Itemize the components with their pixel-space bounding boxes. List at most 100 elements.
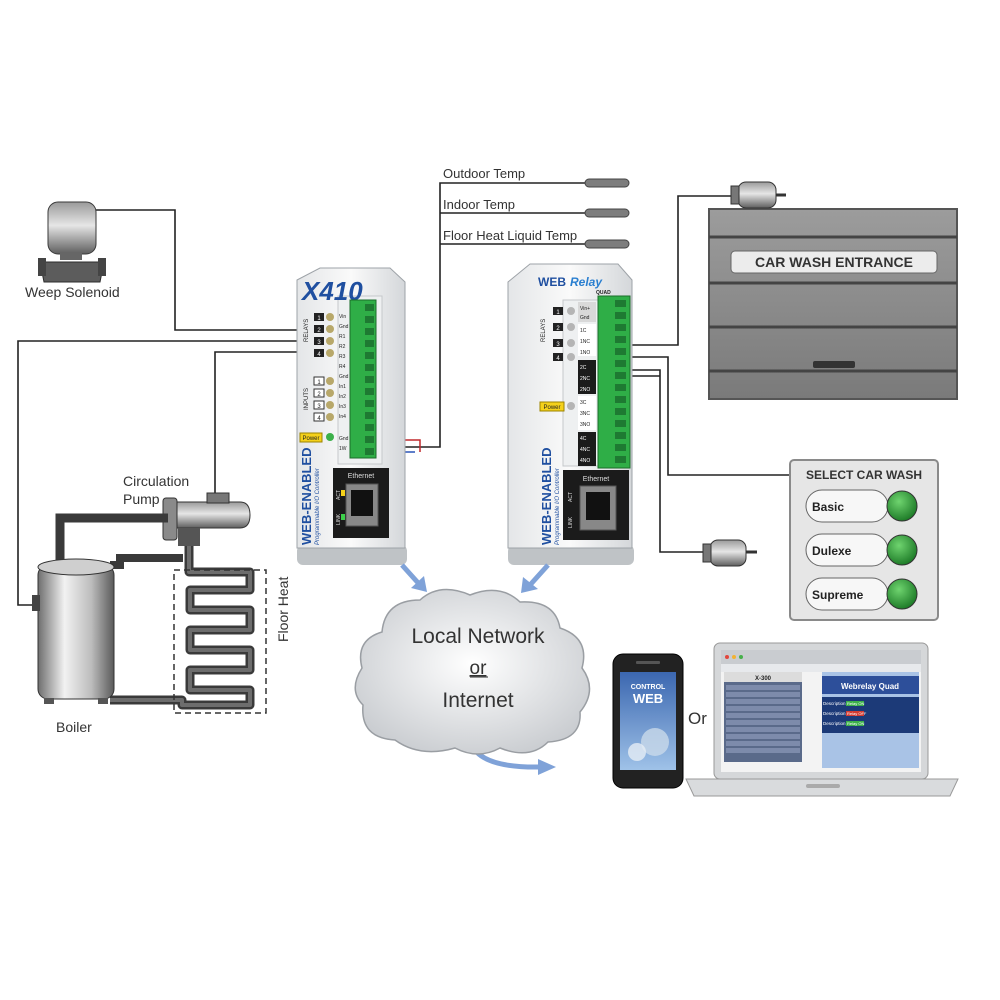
- temperature-probes: Outdoor Temp Indoor Temp Floor Heat Liqu…: [443, 166, 630, 249]
- liquid-temp-probe: [584, 239, 630, 249]
- outdoor-temp-label: Outdoor Temp: [443, 166, 525, 181]
- webrelay-terminal-block: [597, 295, 631, 469]
- car-wash-entrance: CAR WASH ENTRANCE: [708, 208, 958, 400]
- liquid-temp-label: Floor Heat Liquid Temp: [443, 228, 577, 243]
- svg-text:1: 1: [317, 316, 321, 322]
- svg-text:Description: Description: [823, 701, 846, 706]
- x410-ethernet-label: Ethernet: [348, 473, 375, 480]
- svg-text:2: 2: [317, 328, 321, 334]
- wash-option-basic-button[interactable]: [886, 490, 918, 522]
- network-cloud: Local Network or Internet: [354, 588, 591, 755]
- svg-text:Gnd: Gnd: [339, 436, 349, 442]
- weep-solenoid-label: Weep Solenoid: [25, 284, 120, 300]
- svg-text:Gnd: Gnd: [339, 374, 349, 380]
- floor-heat-label: Floor Heat: [275, 577, 291, 642]
- svg-text:4NC: 4NC: [580, 447, 590, 453]
- indoor-temp-label: Indoor Temp: [443, 197, 515, 212]
- svg-text:Gnd: Gnd: [339, 324, 349, 330]
- circulation-pump: Circulation Pump: [123, 473, 251, 546]
- webrelay-ethernet-label: Ethernet: [583, 476, 610, 483]
- wash-option-supreme-button[interactable]: [886, 578, 918, 610]
- webrelay-side-title: WEB-ENABLED: [539, 448, 554, 546]
- indoor-temp-probe: [584, 208, 630, 218]
- svg-text:1C: 1C: [580, 328, 587, 334]
- svg-text:ACT: ACT: [336, 490, 342, 500]
- svg-text:1W: 1W: [339, 446, 347, 452]
- svg-text:LINK: LINK: [336, 513, 342, 525]
- svg-text:Vin: Vin: [339, 314, 346, 320]
- boiler: Boiler: [32, 558, 115, 735]
- webrelay-power-label: Power: [543, 405, 560, 411]
- wash-option-basic[interactable]: Basic: [805, 489, 918, 523]
- x410-relays-label: RELAYS: [304, 319, 310, 342]
- car-wash-entrance-sign: CAR WASH ENTRANCE: [755, 254, 913, 270]
- svg-text:Description: Description: [823, 721, 846, 726]
- network-line-2: or: [470, 658, 488, 679]
- boiler-label: Boiler: [56, 719, 92, 735]
- svg-text:3: 3: [317, 404, 321, 410]
- webrelay-relays-label: RELAYS: [541, 319, 547, 342]
- svg-text:2: 2: [317, 392, 321, 398]
- wash-motor: [702, 539, 757, 567]
- smartphone: CONTROL WEB: [612, 653, 684, 789]
- laptop-right-title: Webrelay Quad: [841, 682, 899, 691]
- svg-text:3NC: 3NC: [580, 411, 590, 417]
- x410-relay-indicators: 1 2 3 4: [314, 313, 334, 358]
- x410-side-subtitle: Programmable I/O Controller: [315, 467, 321, 545]
- wiring: [17, 182, 790, 606]
- svg-text:Gnd: Gnd: [580, 315, 590, 321]
- svg-text:In1: In1: [339, 384, 346, 390]
- x410-inputs-label: INPUTS: [304, 388, 310, 410]
- svg-text:R1: R1: [339, 334, 346, 340]
- weep-solenoid: Weep Solenoid: [25, 201, 120, 300]
- wash-option-supreme[interactable]: Supreme: [805, 577, 918, 611]
- wash-option-dulexe-label: Dulexe: [812, 544, 852, 558]
- svg-text:3: 3: [556, 342, 560, 348]
- webrelay-quad-controller: WEB Relay QUAD RELAYS 1 2 3 4 Power Vin+…: [507, 263, 634, 565]
- network-arrows: [400, 563, 556, 775]
- wash-option-dulexe-button[interactable]: [886, 534, 918, 566]
- webrelay-logo-relay: Relay: [570, 275, 603, 289]
- webrelay-power-badge: [539, 401, 565, 412]
- svg-text:4C: 4C: [580, 436, 587, 442]
- webrelay-side-subtitle: Programmable I/O Controller: [555, 467, 561, 545]
- select-car-wash-title: SELECT CAR WASH: [806, 468, 922, 482]
- outdoor-temp-probe: [584, 178, 630, 188]
- laptop: X-300 Webrelay Quad Description Relay ON…: [685, 642, 959, 797]
- webrelay-logo-web: WEB: [538, 275, 566, 289]
- svg-text:4: 4: [317, 416, 321, 422]
- svg-text:ACT: ACT: [568, 492, 574, 502]
- x410-side-title: WEB-ENABLED: [299, 448, 314, 546]
- webrelay-terminal-slots: [615, 300, 626, 463]
- phone-app-line-2: WEB: [633, 691, 663, 706]
- svg-text:1: 1: [556, 310, 560, 316]
- x410-terminal-slots: [365, 304, 374, 455]
- laptop-left-title: X-300: [755, 676, 772, 682]
- svg-text:3NO: 3NO: [580, 422, 590, 428]
- svg-text:Relay ON: Relay ON: [847, 721, 864, 726]
- network-line-3: Internet: [442, 689, 513, 712]
- floor-heat-zone: [173, 569, 267, 714]
- svg-text:4: 4: [556, 356, 560, 362]
- wash-option-dulexe[interactable]: Dulexe: [805, 533, 918, 567]
- svg-text:Relay ON: Relay ON: [847, 701, 864, 706]
- svg-text:Description: Description: [823, 711, 846, 716]
- svg-text:LINK: LINK: [568, 516, 574, 528]
- svg-text:1: 1: [317, 380, 321, 386]
- svg-text:In3: In3: [339, 404, 346, 410]
- select-car-wash-panel: SELECT CAR WASH Basic Dulexe Supreme: [789, 459, 939, 621]
- svg-text:2NC: 2NC: [580, 376, 590, 382]
- svg-text:R4: R4: [339, 364, 346, 370]
- x410-controller: X410 RELAYS INPUTS 1 2 3 4 1 2 3 4 Power…: [296, 267, 407, 565]
- svg-text:3C: 3C: [580, 400, 587, 406]
- x410-terminal-labels: Vin Gnd R1 R2 R3 R4 Gnd In1 In2 In3 In4 …: [339, 314, 349, 452]
- circulation-pump-label-2: Pump: [123, 491, 160, 507]
- circulation-pump-label-1: Circulation: [123, 473, 189, 489]
- svg-text:4NO: 4NO: [580, 458, 590, 464]
- svg-text:2: 2: [556, 326, 560, 332]
- x410-power-badge: [299, 432, 323, 443]
- svg-text:3: 3: [317, 340, 321, 346]
- x410-power-label: Power: [302, 436, 319, 442]
- phone-app-line-1: CONTROL: [631, 684, 666, 691]
